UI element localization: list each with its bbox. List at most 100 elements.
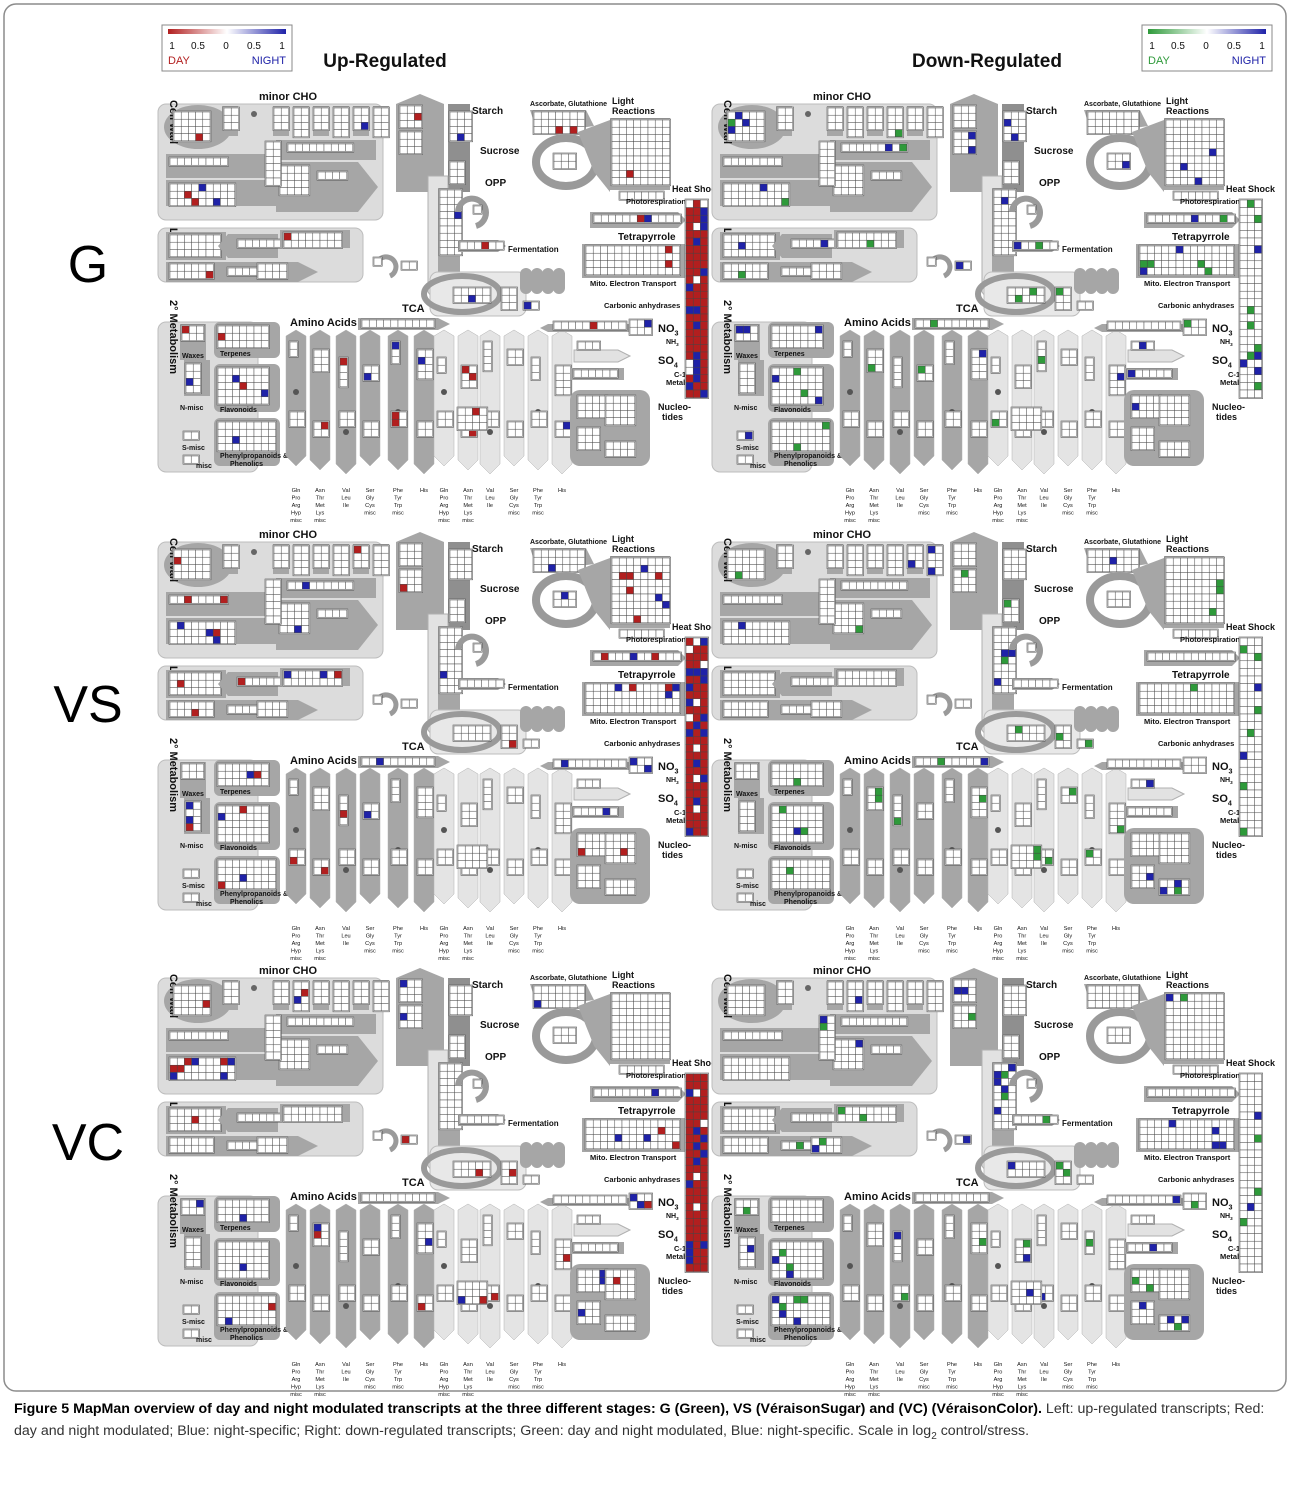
gene-cell (1174, 442, 1181, 449)
gene-cell (700, 805, 707, 813)
gene-cell (1247, 208, 1254, 216)
grid-cell-wall-6 (279, 603, 310, 634)
gene-cell (724, 191, 731, 198)
gene-cell (457, 564, 464, 571)
gene-cell (1212, 246, 1219, 253)
gene-cell (418, 357, 425, 364)
grid-aa-path-b (555, 421, 571, 437)
gene-cell (655, 558, 662, 565)
gene-cell (203, 993, 210, 1000)
gene-cell (612, 587, 619, 594)
gene-cell (822, 860, 829, 867)
gene-cell (740, 809, 747, 816)
gene-cell (341, 115, 348, 122)
gene-cell (225, 813, 232, 820)
gene-cell (225, 874, 232, 881)
gene-cell (1014, 242, 1021, 249)
grid-flavonoids (771, 805, 823, 843)
aa-name-label: Tyr (1088, 496, 1096, 502)
gene-cell (804, 706, 811, 713)
gene-cell (268, 429, 275, 436)
gene-cell (218, 375, 225, 382)
gene-cell (224, 108, 231, 115)
gene-cell (593, 698, 600, 705)
gene-cell (815, 390, 822, 397)
gene-cell (218, 422, 225, 429)
gene-cell (1023, 380, 1030, 387)
gene-cell (228, 1072, 235, 1079)
gene-cell (700, 215, 707, 223)
gene-cell (662, 594, 669, 601)
gene-cell (1022, 288, 1029, 295)
gene-cell (731, 198, 738, 205)
gene-cell (636, 698, 643, 705)
gene-cell (177, 636, 184, 643)
aa-name-label: Pro (846, 496, 855, 502)
gene-cell (994, 671, 1001, 678)
grid-aa-path (313, 787, 329, 811)
gene-cell (462, 804, 469, 811)
label-photorespiration: Photorespiration (626, 635, 686, 644)
gene-cell (1011, 557, 1018, 564)
gene-cell (994, 233, 1001, 240)
gene-cell (801, 813, 808, 820)
gene-cell (192, 596, 199, 603)
gene-cell (1170, 653, 1177, 660)
gene-cell (658, 684, 665, 691)
gene-cell (405, 758, 412, 765)
gene-cell (274, 553, 281, 560)
gene-cell (742, 557, 749, 564)
gene-cell (287, 1047, 294, 1054)
gene-cell (868, 350, 875, 357)
gene-cell (772, 882, 779, 889)
gene-cell (700, 246, 707, 254)
gene-cell (245, 678, 252, 685)
gene-cell (1209, 134, 1216, 141)
gene-cell (728, 134, 735, 141)
gene-cell (806, 240, 813, 247)
gene-cell (1166, 572, 1173, 579)
gene-cell (261, 368, 268, 375)
gene-cell (287, 1062, 294, 1069)
aa-pathway-arrow (914, 768, 934, 904)
mito-shape (1107, 706, 1119, 732)
grid-nh3 (577, 341, 601, 350)
gene-cell (1001, 664, 1008, 671)
gene-cell (1016, 804, 1023, 811)
gene-cell (483, 295, 490, 302)
grid-aa-path-b (971, 859, 987, 875)
gene-cell (786, 382, 793, 389)
gene-cell (502, 726, 509, 733)
grid-lipids-6 (257, 1137, 288, 1153)
gene-cell (252, 678, 259, 685)
gene-cell (531, 740, 538, 747)
gene-cell (648, 601, 655, 608)
label-fermentation: Fermentation (508, 245, 559, 254)
gene-cell (314, 795, 321, 802)
gene-cell (901, 419, 908, 426)
gene-cell (228, 1065, 235, 1072)
gene-cell (731, 184, 738, 191)
label-photorespiration: Photorespiration (1180, 635, 1240, 644)
gene-cell (782, 268, 789, 275)
gene-cell (815, 429, 822, 436)
gene-cell (261, 397, 268, 404)
grid-smisc (183, 431, 199, 440)
gene-cell (294, 546, 301, 553)
gene-cell (1095, 557, 1102, 564)
gene-cell (184, 622, 191, 629)
grid-aa-path (893, 795, 902, 826)
gene-cell (1110, 860, 1117, 867)
gene-cell (440, 248, 447, 255)
gene-cell (181, 112, 188, 119)
gene-cell (1180, 149, 1187, 156)
grid-cell-wall-3 (723, 157, 783, 166)
gene-cell (340, 172, 347, 179)
gene-cell (170, 1058, 177, 1065)
row-label-vs: VS (53, 676, 122, 734)
gene-cell (1216, 170, 1223, 177)
gene-cell (254, 806, 261, 813)
gene-cell (644, 765, 651, 772)
gene-cell (651, 698, 658, 705)
grid-heat-shock (1239, 199, 1263, 399)
